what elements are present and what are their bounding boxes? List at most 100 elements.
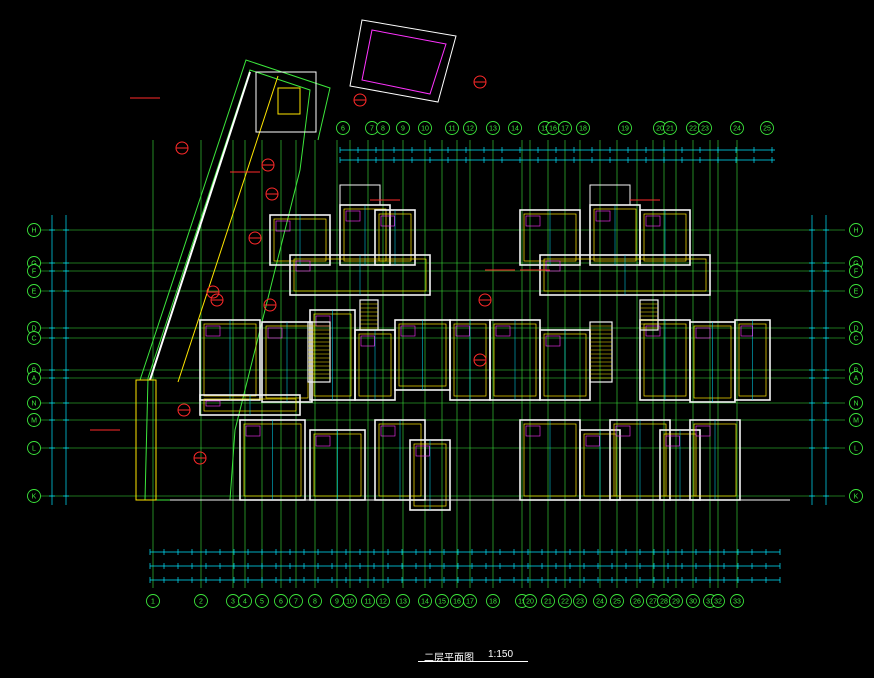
axis-bubble-ring — [760, 121, 774, 135]
axis-bubble-bottom-15: 15 — [435, 594, 449, 608]
axis-bubble-ring — [361, 594, 375, 608]
stair-core-3 — [359, 299, 379, 331]
axis-bubble-bottom-32: 32 — [711, 594, 725, 608]
axis-bubble-top-25: 25 — [760, 121, 774, 135]
axis-bubble-label: A — [854, 376, 859, 383]
axis-bubble-ring — [849, 284, 863, 298]
axis-bubble-ring — [523, 594, 537, 608]
axis-bubble-ring — [486, 121, 500, 135]
unit-fixture-9 — [400, 325, 416, 337]
axis-bubble-top-13: 13 — [486, 121, 500, 135]
unit-fixture-26 — [585, 435, 600, 447]
axis-bubble-label: 33 — [733, 599, 741, 606]
axis-bubble-left-H: H — [27, 223, 41, 237]
axis-bubble-ring — [463, 594, 477, 608]
axis-bubble-bottom-24: 24 — [593, 594, 607, 608]
axis-bubble-ring — [663, 121, 677, 135]
axis-bubble-label: F — [854, 269, 858, 276]
axis-bubble-label: C — [31, 336, 36, 343]
axis-bubble-ring — [669, 594, 683, 608]
stair-core-outline — [589, 321, 613, 383]
axis-bubble-bottom-23: 23 — [573, 594, 587, 608]
axis-bubble-bottom-5: 5 — [255, 594, 269, 608]
axis-bubble-label: A — [32, 376, 37, 383]
axis-bubble-label: 23 — [576, 599, 584, 606]
axis-bubble-label: 31 — [706, 599, 714, 606]
axis-bubble-bottom-12: 12 — [376, 594, 390, 608]
axis-bubble-label: 19 — [621, 126, 629, 133]
axis-bubble-ring — [238, 594, 252, 608]
axis-bubble-ring — [27, 413, 41, 427]
axis-bubble-label: 3 — [231, 599, 235, 606]
dimension-chains — [49, 147, 829, 583]
axis-bubble-bottom-6: 6 — [274, 594, 288, 608]
axis-bubble-label: 6 — [279, 599, 283, 606]
axis-bubble-label: 11 — [448, 126, 455, 133]
unit-fixture-24 — [415, 445, 430, 457]
axis-bubble-top-6: 6 — [336, 121, 350, 135]
axis-bubble-ring — [418, 121, 432, 135]
stair-box-annex — [255, 71, 317, 133]
stair-core-outline — [639, 299, 659, 331]
axis-bubble-bottom-21: 21 — [541, 594, 555, 608]
axis-bubble-bottom-13: 13 — [396, 594, 410, 608]
axis-bubble-label: M — [853, 418, 859, 425]
title-underline — [418, 661, 528, 662]
axis-bubble-top-24: 24 — [730, 121, 744, 135]
axis-bubble-label: 1 — [151, 599, 155, 606]
axis-bubble-label: 15 — [541, 126, 549, 133]
unit-fixture-11 — [495, 325, 511, 337]
axis-bubble-ring — [418, 594, 432, 608]
unit-fixture-10 — [455, 325, 470, 337]
axis-bubble-ring — [27, 371, 41, 385]
unit-fixture-8 — [360, 335, 375, 347]
axis-bubble-bottom-3: 3 — [226, 594, 240, 608]
axis-bubble-label: 7 — [370, 126, 374, 133]
axis-bubble-label: 9 — [335, 599, 339, 606]
axis-bubble-label: N — [853, 401, 858, 408]
axis-bubble-right-L: L — [849, 441, 863, 455]
axis-bubble-top-16: 16 — [546, 121, 560, 135]
axis-bubble-label: 17 — [466, 599, 474, 606]
axis-bubble-top-11: 11 — [445, 121, 459, 135]
axis-bubble-ring — [686, 594, 700, 608]
axis-bubble-label: K — [32, 494, 37, 501]
unit-fixture-17 — [645, 325, 661, 337]
drawing-scale: 1:150 — [488, 649, 514, 660]
axis-bubble-ring — [849, 264, 863, 278]
annex-wall-1 — [149, 71, 251, 381]
axis-bubble-label: 13 — [489, 126, 497, 133]
axis-bubble-bottom-11: 11 — [361, 594, 375, 608]
axis-bubble-label: 16 — [549, 126, 557, 133]
axis-bubble-ring — [255, 594, 269, 608]
axis-bubble-label: 5 — [260, 599, 264, 606]
axis-bubble-left-A: A — [27, 371, 41, 385]
axis-bubble-ring — [849, 331, 863, 345]
unit-fixture-15 — [645, 215, 661, 227]
axis-bubble-label: E — [32, 289, 37, 296]
axis-bubble-bottom-20: 20 — [523, 594, 537, 608]
axis-bubble-label: 23 — [701, 126, 709, 133]
axis-bubble-bottom-1: 1 — [146, 594, 160, 608]
axis-bubble-ring — [508, 121, 522, 135]
axis-bubble-top-23: 23 — [698, 121, 712, 135]
axis-bubble-ring — [27, 396, 41, 410]
axis-bubble-label: 18 — [489, 599, 497, 606]
axis-bubble-ring — [27, 284, 41, 298]
annex-wall-2 — [177, 75, 279, 383]
axis-bubble-bottom-9: 9 — [330, 594, 344, 608]
axis-bubble-ring — [27, 441, 41, 455]
axis-bubble-right-H: H — [849, 223, 863, 237]
axis-bubble-label: 25 — [763, 126, 771, 133]
axis-bubble-ring — [730, 594, 744, 608]
axis-bubble-label: 24 — [596, 599, 604, 606]
axis-bubble-top-19: 19 — [618, 121, 632, 135]
axis-bubble-label: D — [853, 326, 858, 333]
unit-fixture-14 — [595, 210, 611, 222]
room-blocks — [170, 184, 790, 511]
axis-bubble-ring — [289, 594, 303, 608]
unit-fixture-25 — [525, 425, 541, 437]
axis-bubble-ring — [541, 594, 555, 608]
axis-bubble-top-12: 12 — [463, 121, 477, 135]
